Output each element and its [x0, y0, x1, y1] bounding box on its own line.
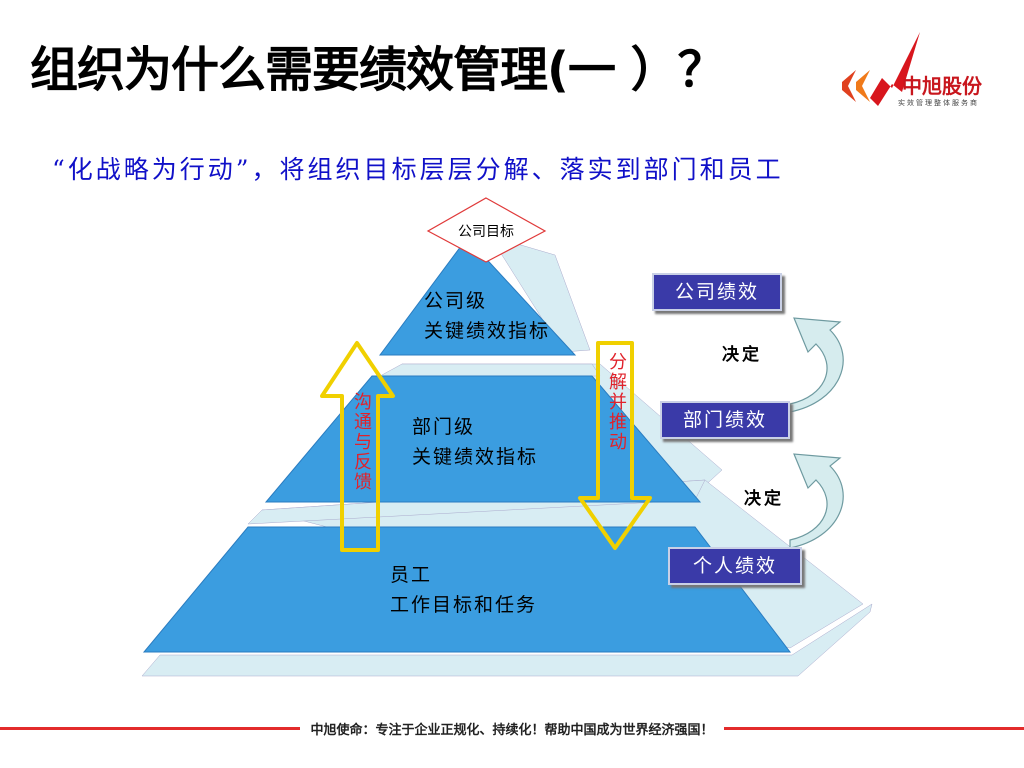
footer-mission: 中旭使命：专注于企业正规化、持续化！帮助中国成为世界经济强国！: [310, 723, 714, 738]
decompose-arrow-label: 分解并推动: [606, 352, 627, 452]
footer-line-right: [724, 727, 1024, 730]
level-company: 公司级 关键绩效指标: [424, 286, 550, 346]
level-employee-line1: 员工: [390, 564, 433, 586]
logo-name: 中旭股份: [902, 74, 982, 98]
individual-performance-box: 个人绩效: [668, 547, 802, 585]
pyramid-face-middle: [264, 375, 702, 503]
footer-line-left: [0, 727, 300, 730]
logo-mark-icon: [842, 32, 920, 106]
level-department: 部门级 关键绩效指标: [412, 412, 538, 472]
feedback-arrow-label: 沟通与反馈: [351, 392, 372, 492]
curved-arrow-upper: [789, 317, 844, 413]
slide-subtitle: “化战略为行动”，将组织目标层层分解、落实到部门和员工: [52, 155, 784, 184]
company-goal-diamond: [426, 197, 547, 263]
pyramid-side-top: [489, 235, 591, 353]
curved-arrow-lower: [789, 453, 844, 549]
level-department-line1: 部门级: [412, 416, 476, 438]
level-company-line2: 关键绩效指标: [424, 320, 551, 342]
decompose-down-arrow: [578, 341, 652, 550]
level-employee: 员工 工作目标和任务: [390, 560, 537, 620]
pyramid-band-middle: [379, 363, 601, 377]
level-company-line1: 公司级: [424, 290, 488, 312]
company-goal-label: 公司目标: [458, 224, 514, 240]
company-logo: 中旭股份 实效管理整体服务商: [832, 30, 992, 120]
company-performance-box: 公司绩效: [652, 273, 782, 311]
department-performance-box: 部门绩效: [660, 401, 790, 439]
pyramid-base-plate: [141, 603, 873, 677]
level-department-line2: 关键绩效指标: [412, 446, 539, 468]
slide-title: 组织为什么需要绩效管理(一 ）？: [30, 42, 726, 98]
pyramid-face-bottom: [142, 526, 792, 653]
pyramid-face-top: [379, 237, 577, 356]
logo-tagline: 实效管理整体服务商: [898, 99, 979, 107]
decide-label-lower: 决定: [744, 489, 784, 509]
level-employee-line2: 工作目标和任务: [390, 594, 538, 616]
feedback-up-arrow: [320, 341, 395, 552]
decide-label-upper: 决定: [722, 345, 762, 365]
